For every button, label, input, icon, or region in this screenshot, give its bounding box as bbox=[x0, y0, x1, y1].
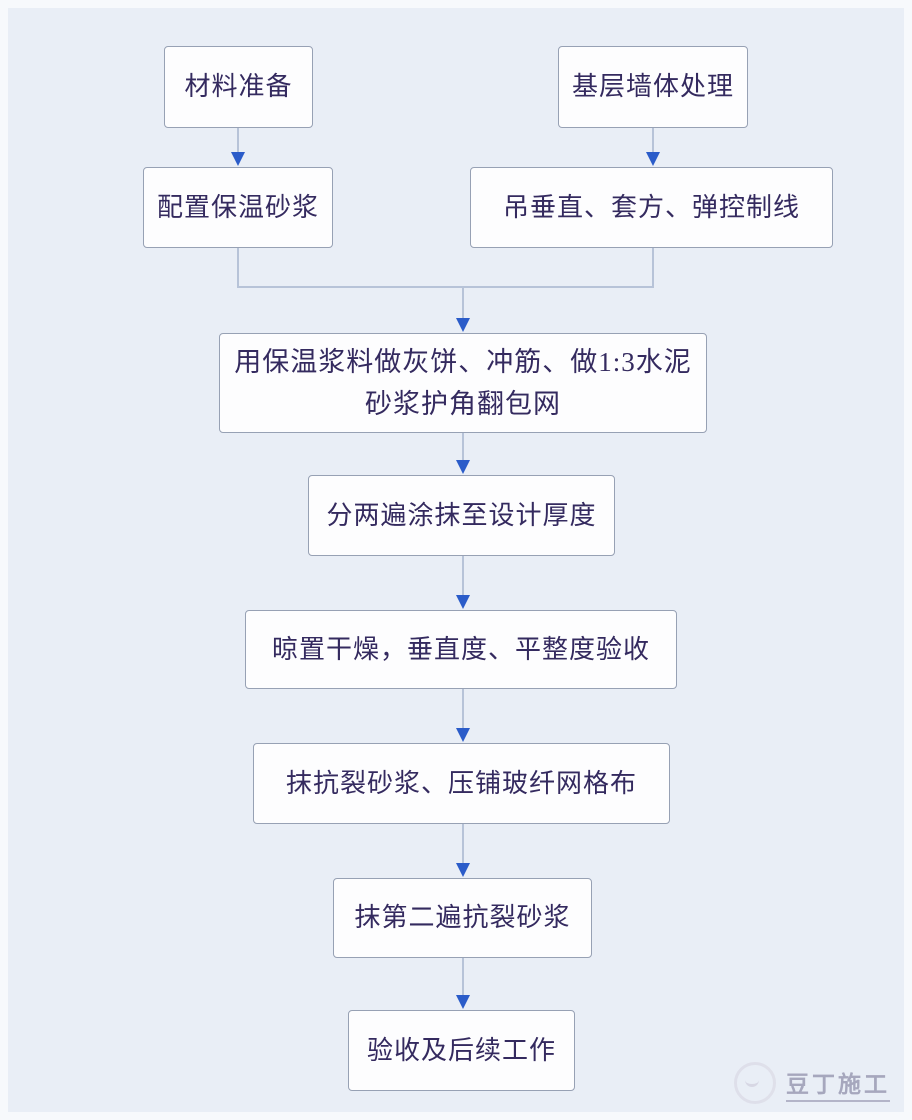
arrow-down-icon bbox=[456, 728, 470, 742]
connector-line bbox=[462, 556, 464, 596]
node-second-crack-mortar-coat: 抹第二遍抗裂砂浆 bbox=[333, 878, 592, 958]
douding-logo-icon bbox=[734, 1062, 776, 1104]
connector-line bbox=[462, 689, 464, 729]
arrow-down-icon bbox=[456, 863, 470, 877]
node-apply-two-coats: 分两遍涂抹至设计厚度 bbox=[308, 475, 615, 556]
connector-line bbox=[462, 286, 464, 318]
node-hang-vertical-control-lines: 吊垂直、套方、弹控制线 bbox=[470, 167, 833, 248]
connector-line bbox=[652, 248, 654, 288]
connector-line bbox=[237, 286, 654, 288]
arrow-down-icon bbox=[231, 152, 245, 166]
arrow-down-icon bbox=[646, 152, 660, 166]
connector-line bbox=[462, 824, 464, 864]
node-dry-and-acceptance: 晾置干燥，垂直度、平整度验收 bbox=[245, 610, 677, 689]
arrow-down-icon bbox=[456, 460, 470, 474]
watermark: 豆丁施工 bbox=[734, 1062, 890, 1104]
node-crack-mortar-fiberglass-mesh: 抹抗裂砂浆、压铺玻纤网格布 bbox=[253, 743, 670, 824]
arrow-down-icon bbox=[456, 595, 470, 609]
connector-line bbox=[462, 433, 464, 461]
connector-line bbox=[237, 128, 239, 154]
connector-line bbox=[237, 248, 239, 288]
node-acceptance-follow-up: 验收及后续工作 bbox=[348, 1010, 575, 1091]
node-plaster-cakes-screeds: 用保温浆料做灰饼、冲筋、做1:3水泥 砂浆护角翻包网 bbox=[219, 333, 707, 433]
connector-line bbox=[462, 958, 464, 996]
node-prepare-insulation-mortar: 配置保温砂浆 bbox=[143, 167, 333, 248]
node-base-wall-treatment: 基层墙体处理 bbox=[558, 46, 748, 128]
watermark-text: 豆丁施工 bbox=[786, 1065, 890, 1102]
arrow-down-icon bbox=[456, 995, 470, 1009]
arrow-down-icon bbox=[456, 318, 470, 332]
connector-line bbox=[652, 128, 654, 154]
node-material-preparation: 材料准备 bbox=[164, 46, 313, 128]
